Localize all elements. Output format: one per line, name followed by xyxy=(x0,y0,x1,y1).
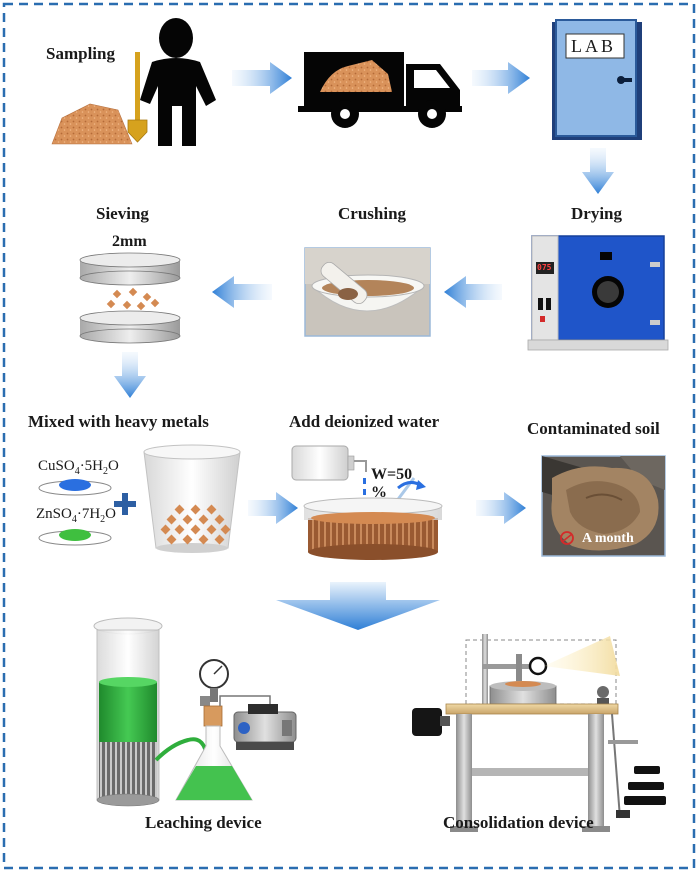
big-down-arrow xyxy=(276,582,440,630)
arrow-mixed-to-water xyxy=(248,492,298,524)
soil-particles xyxy=(106,287,160,311)
soil-grain xyxy=(214,534,225,545)
soil-grain xyxy=(182,534,193,545)
plus-icon xyxy=(114,493,136,515)
arrow-drying-to-crushing xyxy=(444,276,502,308)
soil-pile-icon xyxy=(51,103,133,145)
znso4-formula: ZnSO4·7H2O xyxy=(36,506,117,525)
mixing-cup-icon xyxy=(143,444,241,553)
arrow-sieving-to-mixed xyxy=(114,352,146,398)
soil-grain xyxy=(174,504,185,515)
cup-soil-particles xyxy=(160,504,231,545)
shovel-icon xyxy=(127,52,148,143)
drying-oven-icon xyxy=(527,235,669,351)
soil-grain xyxy=(166,514,177,525)
arrow-water-to-contaminated xyxy=(476,492,526,524)
copper-sulfate-dish xyxy=(38,479,112,496)
leaching-tube xyxy=(154,737,208,762)
sieve-bottom-icon xyxy=(79,310,181,344)
label-mixed: Mixed with heavy metals xyxy=(28,412,209,431)
consolidation-device-icon xyxy=(412,634,666,832)
label-drying: Drying xyxy=(571,204,622,223)
label-leaching: Leaching device xyxy=(145,813,262,832)
label-sieving: Sieving xyxy=(96,204,149,223)
pressure-gauge-icon xyxy=(199,659,229,706)
truck-icon xyxy=(298,52,462,128)
leaching-column-icon xyxy=(93,617,163,807)
lab-sign-text: LAB xyxy=(571,36,616,56)
arrow-crushing-to-sieving xyxy=(212,276,272,308)
soil-grain xyxy=(198,514,209,525)
soil-grain xyxy=(190,524,201,535)
soil-grain xyxy=(182,514,193,525)
conical-flask-icon xyxy=(175,695,271,801)
arrow-sampling-to-truck xyxy=(232,62,292,94)
lab-door-icon xyxy=(552,19,642,140)
label-add-water: Add deionized water xyxy=(289,412,440,431)
zinc-sulfate-dish xyxy=(38,529,112,546)
water-content-unit: % xyxy=(371,484,387,501)
soil-grain xyxy=(174,524,185,535)
duration-label: A month xyxy=(582,531,634,546)
contaminated-soil-photo xyxy=(541,455,666,557)
soil-grain xyxy=(220,524,231,535)
oven-display: 075 xyxy=(537,263,552,272)
soil-grain xyxy=(214,514,225,525)
person-icon xyxy=(140,18,216,146)
cuso4-formula: CuSO4·5H2O xyxy=(38,458,119,477)
water-content-label: W=50 xyxy=(371,466,413,483)
label-consolidation: Consolidation device xyxy=(443,813,594,832)
soil-grain xyxy=(190,504,201,515)
mortar-photo xyxy=(304,247,431,337)
arrow-lab-to-drying xyxy=(582,148,614,194)
sieve-size-label: 2mm xyxy=(112,233,147,250)
soil-grain xyxy=(206,504,217,515)
soil-grain xyxy=(198,534,209,545)
soil-grain xyxy=(166,534,177,545)
arrow-truck-to-lab xyxy=(472,62,530,94)
label-sampling: Sampling xyxy=(46,44,115,63)
label-contaminated: Contaminated soil xyxy=(527,419,660,438)
petri-dish-icon xyxy=(303,497,443,560)
sieve-top-icon xyxy=(79,252,181,286)
label-crushing: Crushing xyxy=(338,204,407,223)
soil-grain xyxy=(160,524,171,535)
soil-grain xyxy=(206,524,217,535)
wash-bottle-icon xyxy=(291,445,367,481)
vacuum-pump-icon xyxy=(233,704,297,750)
